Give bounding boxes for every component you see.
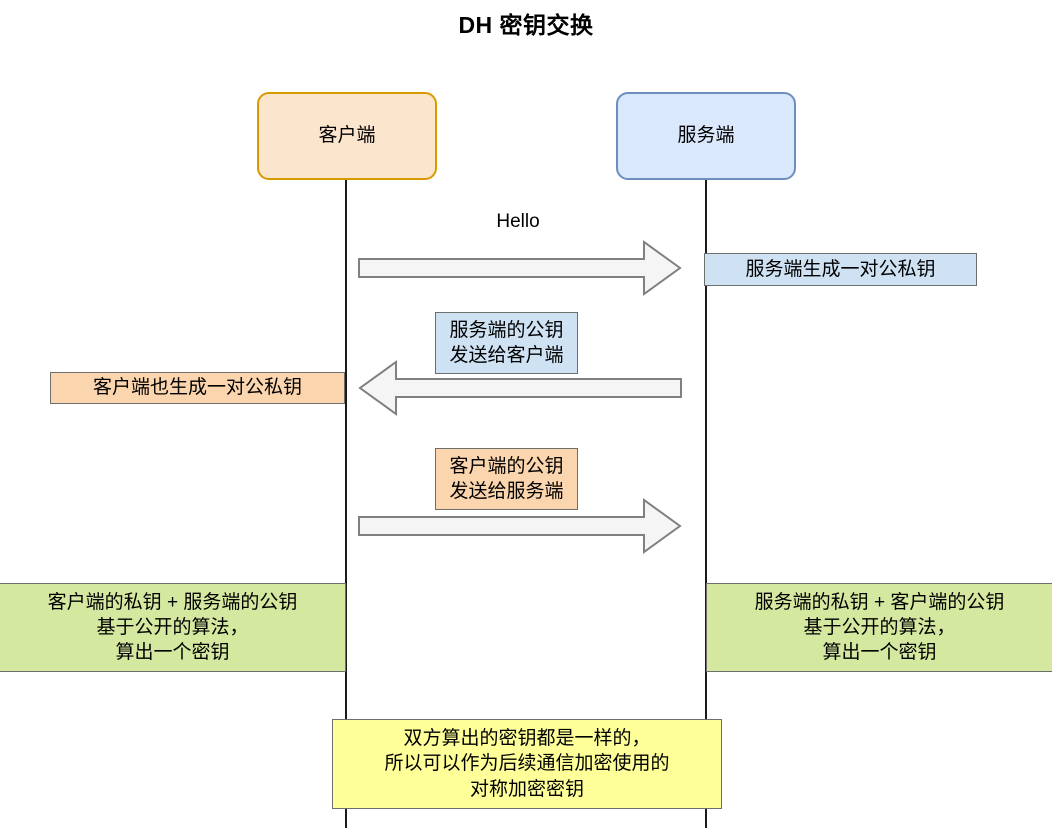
message-3-arrow-right xyxy=(358,498,682,554)
server-lifeline xyxy=(705,180,707,828)
client-lifeline xyxy=(345,180,347,828)
actor-client[interactable]: 客户端 xyxy=(257,92,437,180)
page-title: DH 密钥交换 xyxy=(458,12,594,38)
actor-client-label: 客户端 xyxy=(318,124,376,146)
note-client-shared-secret: 客户端的私钥 + 服务端的公钥 基于公开的算法， 算出一个密钥 xyxy=(0,583,346,672)
note-client-keygen: 客户端也生成一对公私钥 xyxy=(50,372,345,404)
actor-server-label: 服务端 xyxy=(677,124,735,146)
message-2-arrow-left xyxy=(358,360,682,416)
message-1-label: Hello xyxy=(496,211,540,232)
note-conclusion: 双方算出的密钥都是一样的， 所以可以作为后续通信加密使用的 对称加密密钥 xyxy=(332,719,722,809)
note-message-3-label: 客户端的公钥 发送给服务端 xyxy=(435,448,578,510)
note-message-2-label: 服务端的公钥 发送给客户端 xyxy=(435,312,578,374)
note-server-shared-secret: 服务端的私钥 + 客户端的公钥 基于公开的算法， 算出一个密钥 xyxy=(706,583,1052,672)
actor-server[interactable]: 服务端 xyxy=(616,92,796,180)
message-1-arrow-right xyxy=(358,240,682,296)
note-server-keygen: 服务端生成一对公私钥 xyxy=(704,253,977,286)
